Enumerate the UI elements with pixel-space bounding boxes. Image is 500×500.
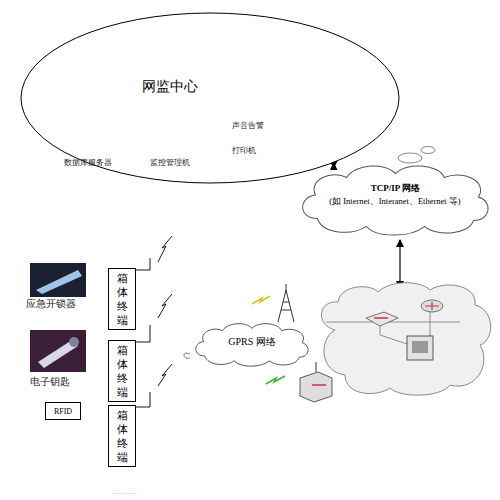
router-mark <box>425 302 439 310</box>
ellipse-path <box>21 13 399 183</box>
cloud-puff <box>421 147 435 154</box>
antenna <box>136 236 172 270</box>
node-text: 网监中心 <box>120 78 220 95</box>
node-text: (如 Internet、Interanet、Ethernet 等) <box>320 196 470 208</box>
antenna <box>136 294 172 342</box>
gprs-cloud: GPRS 网络 <box>193 320 311 368</box>
wireless-bolt <box>252 296 270 304</box>
router-icon <box>421 300 443 312</box>
base-station <box>300 372 332 402</box>
node-text: TCP/IP 网络 <box>318 182 473 194</box>
rfid-box: RFID <box>45 402 81 420</box>
device-label: 应急开锁器 <box>26 298 76 311</box>
device-shape <box>69 337 79 347</box>
antenna <box>136 364 172 407</box>
router-icon <box>366 312 398 326</box>
device-photo <box>30 330 86 372</box>
station-antenna <box>316 362 317 372</box>
cabinet-terminal: 箱体终端 <box>108 405 136 467</box>
device-label: ........ <box>112 486 138 496</box>
node-text: 箱体终端 <box>116 271 129 327</box>
link-arrow <box>333 163 334 168</box>
server-screen <box>412 341 428 353</box>
station-led <box>312 384 326 386</box>
router-led <box>374 317 388 319</box>
link-arrow <box>399 240 400 288</box>
node-text: RFID <box>47 406 79 417</box>
wireless-bolt <box>266 376 285 384</box>
cloud-path <box>303 166 489 235</box>
device-label: 数据库服务器 <box>64 158 112 168</box>
server-icon <box>407 336 433 360</box>
carrier-cloud <box>321 283 490 395</box>
tower-icon <box>278 284 294 322</box>
device-photo <box>30 263 86 297</box>
device-label: 电子钥匙 <box>30 376 70 389</box>
cabinet-terminal: 箱体终端 <box>108 340 136 402</box>
node-text: 箱体终端 <box>116 408 129 464</box>
cabinet-terminal: 箱体终端 <box>108 268 136 330</box>
network-wire <box>326 310 460 345</box>
device-label: 声音告警 <box>232 121 264 131</box>
cloud-puff <box>184 353 190 358</box>
cloud-puff <box>398 153 422 163</box>
device-shape <box>36 270 82 294</box>
node-text: GPRS 网络 <box>193 335 311 348</box>
node-text: 箱体终端 <box>116 343 129 399</box>
device-label: 打印机 <box>232 146 256 156</box>
device-label: 监控管理机 <box>150 158 190 168</box>
tcpip-cloud: TCP/IP 网络 (如 Internet、Interanet、Ethernet … <box>298 160 493 238</box>
